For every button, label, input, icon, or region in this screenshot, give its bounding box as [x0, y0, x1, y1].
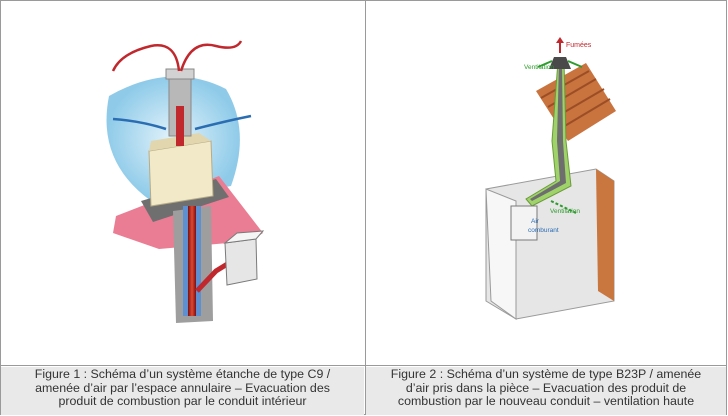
figure2-image: Fumées Ventilation Ventilation Air combu…: [366, 1, 726, 364]
caption-line: d’air pris dans la pièce – Evacuation de…: [405, 380, 687, 395]
caption-line: produit de combustion par le conduit int…: [58, 394, 307, 409]
air-arrow-right: [194, 114, 252, 131]
figure2-diagram: Fumées Ventilation Ventilation Air combu…: [485, 37, 616, 320]
label-ventilation-top: Ventilation: [524, 64, 554, 71]
label-comburant: comburant: [528, 227, 559, 234]
caption-line: Figure 2 : Schéma d’un système de type B…: [390, 367, 702, 381]
caption-line: combustion par le nouveau conduit – vent…: [397, 394, 695, 409]
caption-line: Figure 1 : Schéma d’un système étanche d…: [34, 367, 331, 381]
brick-wall: [596, 169, 614, 301]
boiler: [510, 205, 538, 241]
chimney-stack: [148, 140, 214, 207]
figure1-image: [1, 1, 364, 364]
smoke-arrow-left: [111, 44, 181, 72]
air-arrow-left: [112, 117, 167, 131]
smoke-arrow-right: [179, 40, 243, 72]
caption-line: amenée d’air par l’espace annulaire – Ev…: [35, 380, 330, 395]
label-air: Air: [531, 218, 540, 225]
column-divider: [365, 0, 366, 415]
boiler: [224, 238, 258, 286]
figure1-diagram: [106, 40, 265, 323]
label-ventilation-mid: Ventilation: [550, 208, 580, 215]
inner-flue: [188, 206, 196, 316]
row-divider: [0, 365, 727, 366]
figure1-caption: Figure 1 : Schéma d’un système étanche d…: [1, 367, 364, 415]
figure2-caption: Figure 2 : Schéma d’un système de type B…: [366, 367, 726, 415]
terminal-cap: [549, 57, 571, 69]
label-fumees: Fumées: [566, 42, 592, 49]
